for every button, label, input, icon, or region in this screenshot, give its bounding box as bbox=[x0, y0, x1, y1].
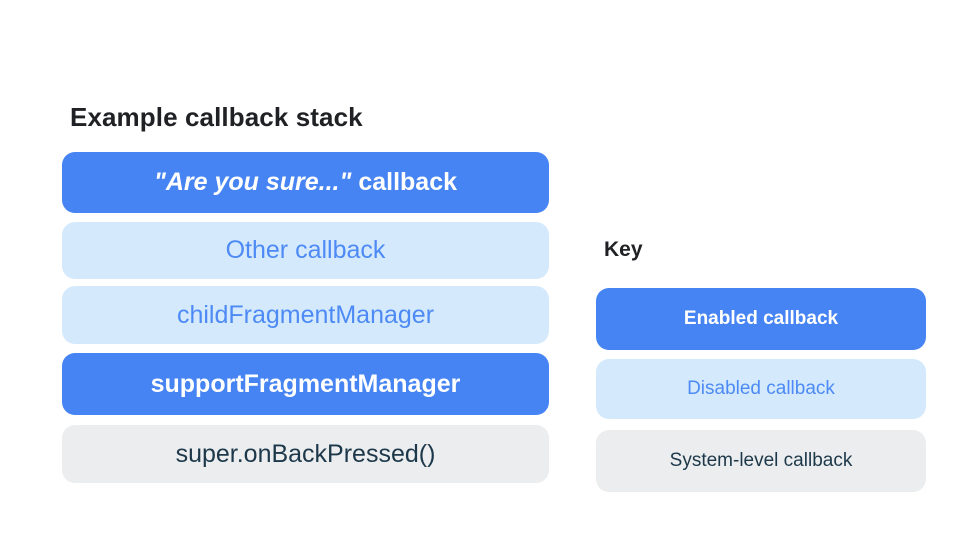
stack-item-support-fragment-manager: supportFragmentManager bbox=[62, 353, 549, 415]
stack-item-are-you-sure-callback: "Are you sure..." callback bbox=[62, 152, 549, 213]
stack-item-label-quoted: "Are you sure..." bbox=[153, 168, 352, 196]
key-title: Key bbox=[604, 238, 643, 261]
key-item-system-level-callback: System-level callback bbox=[596, 430, 926, 492]
stack-title: Example callback stack bbox=[70, 102, 363, 132]
stack-item-child-fragment-manager: childFragmentManager bbox=[62, 286, 549, 344]
stack-item-other-callback: Other callback bbox=[62, 222, 549, 279]
stack-item-label-suffix: callback bbox=[351, 168, 458, 196]
key-item-enabled-callback: Enabled callback bbox=[596, 288, 926, 350]
stack-item-super-on-back-pressed: super.onBackPressed() bbox=[62, 425, 549, 483]
key-item-disabled-callback: Disabled callback bbox=[596, 359, 926, 419]
